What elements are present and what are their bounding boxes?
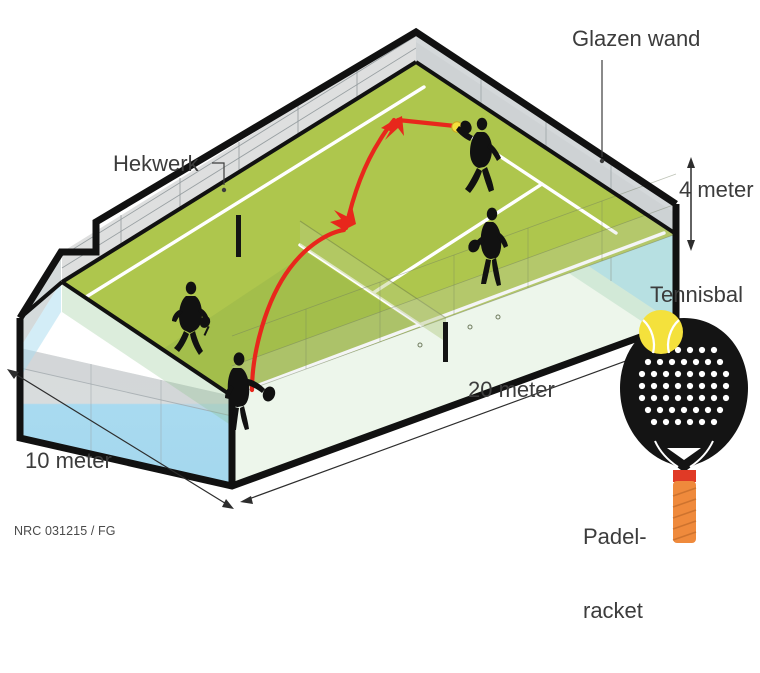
leader-hekwerk	[212, 162, 227, 193]
label-padelracket-line1: Padel-	[583, 524, 647, 550]
padel-racket-illustration	[620, 310, 748, 543]
padel-court-scene	[7, 27, 748, 543]
players	[172, 117, 508, 430]
label-padelracket: Padel- racket	[583, 476, 647, 673]
player-far-right	[456, 117, 501, 193]
racket-grip-band	[673, 470, 696, 482]
label-padelracket-line2: racket	[583, 598, 643, 624]
player-near-right	[468, 207, 508, 286]
fence-post-front-right	[443, 322, 448, 362]
label-glazen-wand: Glazen wand	[572, 26, 701, 51]
tennis-ball-illustration	[639, 310, 683, 354]
dimension-4-meter	[687, 157, 695, 251]
far-wall-fence	[61, 32, 417, 282]
left-side-glass	[62, 282, 232, 426]
trajectory-arrowheads	[330, 116, 404, 230]
court-frame	[16, 27, 680, 490]
dimension-label-height: 4 meter	[679, 177, 754, 202]
court-frame-inner-edges	[18, 60, 678, 398]
near-left-glass-wall	[19, 252, 233, 486]
leader-glazen-wand	[599, 60, 605, 164]
fence-posts-far	[236, 215, 241, 257]
infographic-canvas: Hekwerk Glazen wand 4 meter 20 meter 10 …	[7, 26, 754, 623]
label-tennisbal: Tennisbal	[650, 282, 743, 307]
credit-line: NRC 031215 / FG	[14, 524, 116, 538]
label-hekwerk: Hekwerk	[113, 151, 199, 176]
dimension-label-length: 20 meter	[468, 377, 555, 402]
near-right-wall	[231, 173, 677, 486]
player-front-left	[225, 352, 276, 430]
player-back-left	[172, 281, 211, 355]
dimension-label-width: 10 meter	[25, 448, 112, 473]
dimension-10-meter	[7, 369, 234, 509]
